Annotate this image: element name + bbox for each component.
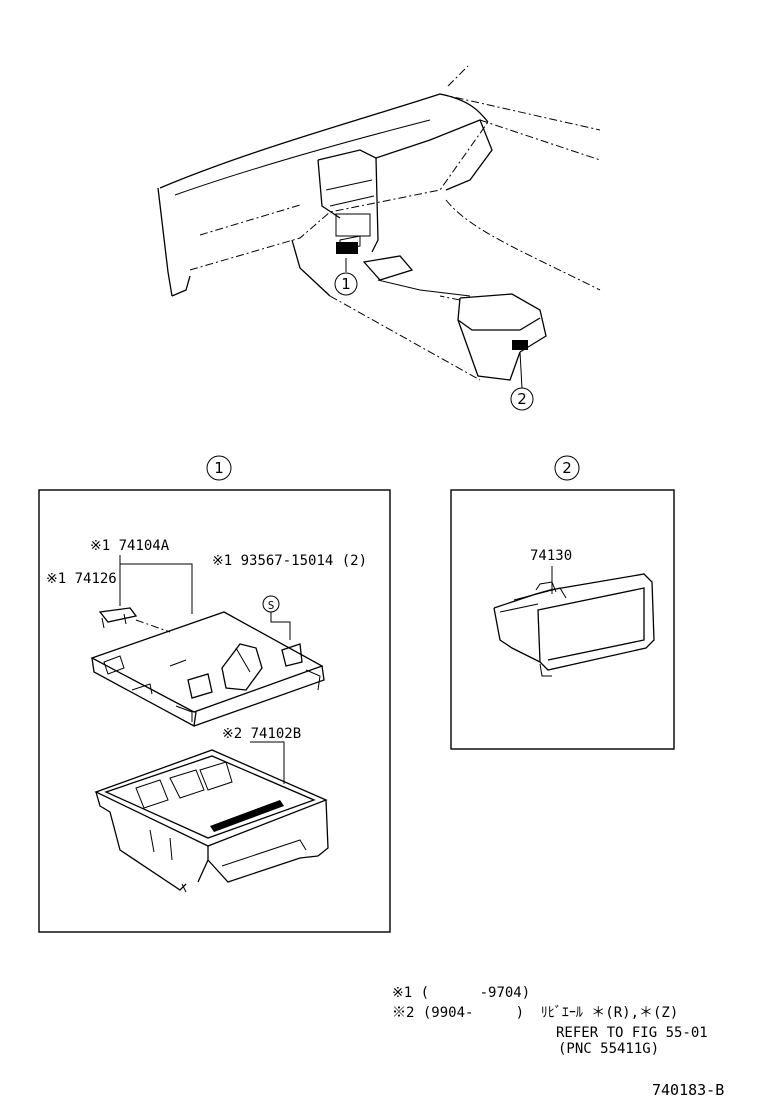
part-74102B-drawing (94, 749, 329, 893)
note-line-3: REFER TO FIG 55-01 (556, 1025, 708, 1041)
part-label-74126: ※1 74126 (46, 571, 117, 587)
callout-2-top: 2 (510, 351, 534, 411)
callout-1-top: 1 (334, 258, 358, 296)
dashboard-overview-drawing (157, 65, 601, 381)
detail-1-box (38, 489, 391, 933)
part-74130-drawing (493, 573, 655, 677)
part-74126-drawing (98, 607, 171, 633)
notes: ※1 ( -9704) ※2 (9904- ) ﾘﾋﾞｴｰﾙ ＊(R),＊(Z)… (392, 985, 708, 1057)
figure-id: 740183-B (652, 1081, 724, 1099)
part-label-74130: 74130 (530, 548, 572, 564)
screw-symbol: S (262, 595, 280, 613)
callout-1-top-label: 1 (341, 275, 351, 293)
note-line-4: (PNC 55411G) (558, 1041, 659, 1057)
detail-1-callout-label: 1 (214, 459, 224, 477)
screw-symbol-label: S (268, 599, 275, 612)
part-74104A-drawing (90, 611, 325, 728)
detail-2-box (450, 489, 675, 750)
note-line-1: ※1 ( -9704) (392, 985, 530, 1001)
part-label-74102B: ※2 74102B (222, 726, 301, 742)
callout-2-top-label: 2 (517, 390, 527, 408)
detail-2-header: 2 (554, 455, 580, 481)
part-label-74104A: ※1 74104A (90, 538, 170, 554)
part-label-93567-15014: ※1 93567-15014 (2) (212, 553, 367, 569)
detail-2-callout-label: 2 (562, 459, 572, 477)
detail-1-header: 1 (206, 455, 232, 481)
note-line-2: ※2 (9904- ) ﾘﾋﾞｴｰﾙ ＊(R),＊(Z) (392, 1005, 678, 1021)
